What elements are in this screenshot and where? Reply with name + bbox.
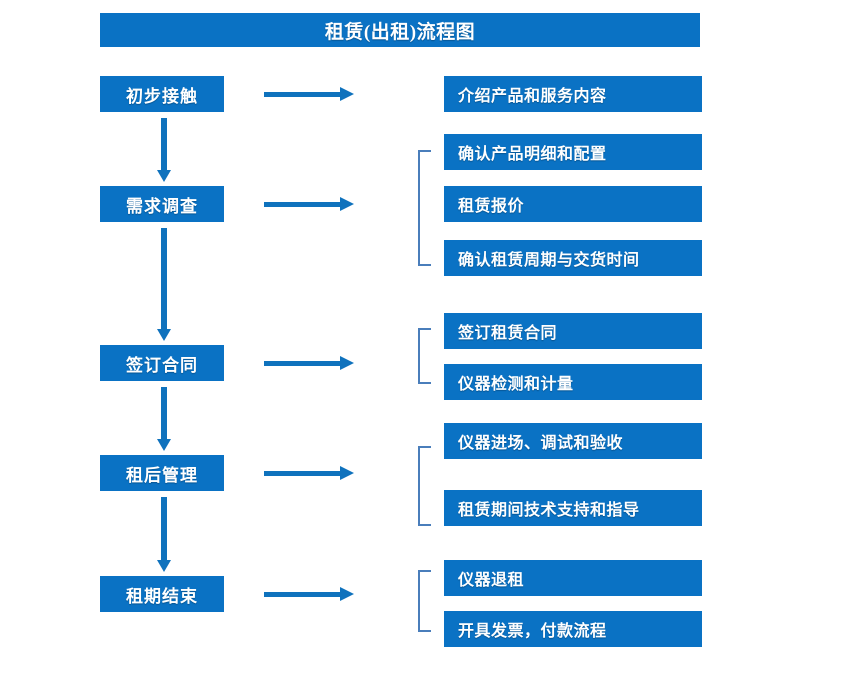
- chart-title: 租赁(出租)流程图: [100, 13, 700, 47]
- group-bracket-3: [418, 328, 431, 384]
- horizontal-arrow-3: [264, 355, 354, 371]
- horizontal-arrow-5: [264, 586, 354, 602]
- vertical-arrow-4: [156, 497, 172, 572]
- detail-box-9[interactable]: 仪器退租: [444, 560, 702, 596]
- stage-box-5[interactable]: 租期结束: [100, 576, 224, 612]
- horizontal-arrow-4: [264, 465, 354, 481]
- group-bracket-5: [418, 570, 431, 632]
- horizontal-arrow-1: [264, 86, 354, 102]
- vertical-arrow-2: [156, 228, 172, 341]
- detail-box-10[interactable]: 开具发票，付款流程: [444, 611, 702, 647]
- detail-box-2[interactable]: 确认产品明细和配置: [444, 134, 702, 170]
- stage-box-1[interactable]: 初步接触: [100, 76, 224, 112]
- vertical-arrow-1: [156, 118, 172, 182]
- detail-box-7[interactable]: 仪器进场、调试和验收: [444, 423, 702, 459]
- stage-box-3[interactable]: 签订合同: [100, 345, 224, 381]
- detail-box-4[interactable]: 确认租赁周期与交货时间: [444, 240, 702, 276]
- group-bracket-2: [418, 150, 431, 266]
- stage-box-2[interactable]: 需求调查: [100, 186, 224, 222]
- horizontal-arrow-2: [264, 196, 354, 212]
- stage-box-4[interactable]: 租后管理: [100, 455, 224, 491]
- vertical-arrow-3: [156, 387, 172, 451]
- group-bracket-4: [418, 446, 431, 526]
- detail-box-3[interactable]: 租赁报价: [444, 186, 702, 222]
- detail-box-8[interactable]: 租赁期间技术支持和指导: [444, 490, 702, 526]
- detail-box-5[interactable]: 签订租赁合同: [444, 313, 702, 349]
- detail-box-6[interactable]: 仪器检测和计量: [444, 364, 702, 400]
- detail-box-1[interactable]: 介绍产品和服务内容: [444, 76, 702, 112]
